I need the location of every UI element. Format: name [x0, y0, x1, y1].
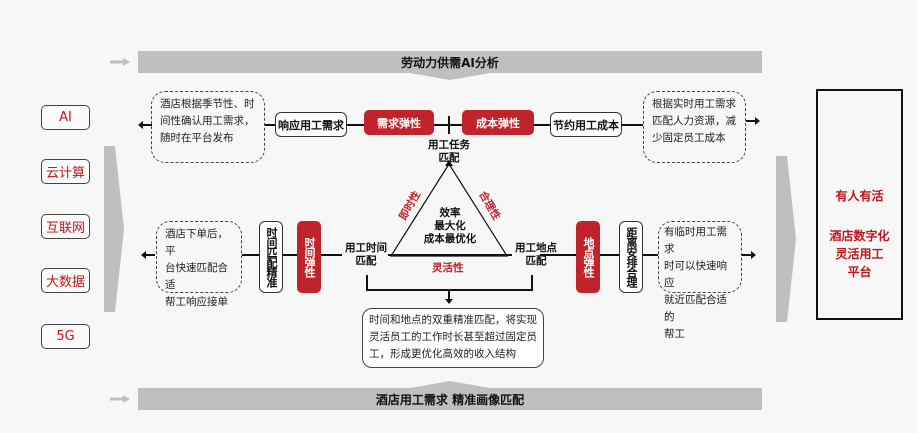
middle-left-connector	[242, 254, 342, 256]
top-right-note: 根据实时用工需求 匹配人力资源，减 少固定员工成本	[643, 91, 746, 163]
arrow-right-icon	[110, 395, 130, 403]
tech-cloud: 云计算	[41, 159, 90, 184]
note-line: 就近匹配合适的	[664, 294, 727, 323]
bottom-banner: 酒店用工需求 精准画像匹配	[138, 388, 762, 410]
note-line: 少固定员工成本	[652, 132, 726, 144]
box-label: 需求弹性	[377, 116, 421, 130]
arrow-right-icon	[742, 251, 756, 259]
bracket-left	[366, 275, 368, 291]
tech-ai: AI	[41, 105, 90, 130]
location-elasticity-box: 地点弹性	[576, 221, 600, 293]
box-label: 距离安排合理	[625, 227, 638, 287]
note-line: 随时在平台发布	[160, 132, 234, 144]
tech-5g: 5G	[41, 324, 90, 349]
note-line: 帮工响应接单	[165, 296, 228, 308]
box-label: 节约用工成本	[553, 118, 619, 132]
top-connector-line	[265, 124, 643, 126]
box-label: 时间弹性	[303, 237, 316, 277]
middle-left-note: 酒店下单后，平 台快速匹配合适 帮工响应接单	[156, 221, 242, 308]
chevron-right-icon	[776, 156, 796, 322]
platform-title: 酒店数字化 灵活用工 平台	[818, 227, 901, 281]
side-label: 灵活性	[432, 262, 464, 274]
distance-arrangement-box: 距离安排合理	[619, 221, 643, 293]
note-line: 有临时用工需求	[664, 226, 727, 255]
flexibility-label: 灵活性	[432, 260, 464, 275]
goal-line: 效率	[439, 207, 461, 219]
node-label-line: 匹配	[438, 152, 460, 164]
summary-line: 时间和地点的双重精准匹配，将实现	[369, 314, 537, 326]
note-line: 根据实时用工需求	[652, 98, 736, 110]
banner-pointer-up	[410, 381, 490, 388]
arrow-left-icon	[141, 251, 155, 259]
platform-box: 有人有活 酒店数字化 灵活用工 平台	[816, 89, 903, 320]
respond-demand-box: 响应用工需求	[275, 112, 347, 137]
box-label: 时间匹配精准	[265, 227, 278, 287]
tech-label: 互联网	[45, 221, 85, 236]
note-line: 匹配人力资源，减	[652, 115, 736, 127]
top-left-note: 酒店根据季节性、时 间性确认用工需求， 随时在平台发布	[151, 91, 265, 163]
node-label-line: 用工时间	[345, 242, 387, 254]
arrow-right-icon	[746, 117, 760, 125]
goal-line: 成本最优化	[423, 233, 477, 245]
note-line: 台快速匹配合适	[165, 262, 228, 291]
summary-line: 灵活员工的工作时长甚至超过固定员	[369, 331, 537, 343]
bracket-right	[531, 275, 533, 291]
time-match-node: 用工时间 匹配	[338, 242, 394, 268]
platform-title-line: 灵活用工	[835, 247, 884, 261]
node-label-line: 用工地点	[515, 242, 557, 254]
node-label-line: 用工任务	[428, 139, 470, 151]
summary-line: 工，形成更优化高效的收入结构	[369, 348, 516, 360]
note-line: 间性确认用工需求，	[160, 115, 255, 127]
tech-internet: 互联网	[41, 214, 90, 239]
note-line: 酒店下单后，平	[165, 228, 228, 257]
triangle-base-line	[388, 254, 512, 256]
arrow-left-icon	[138, 121, 152, 129]
time-match-precise-box: 时间匹配精准	[259, 221, 283, 293]
bottom-banner-label: 酒店用工需求 精准画像匹配	[375, 392, 525, 407]
node-label-line: 匹配	[355, 255, 377, 267]
top-banner-label: 劳动力供需AI分析	[401, 55, 499, 70]
triangle-center-goal: 效率 最大化 成本最优化	[414, 207, 486, 246]
location-match-node: 用工地点 匹配	[508, 242, 564, 268]
tech-label: 大数据	[45, 275, 85, 290]
note-line: 酒店根据季节性、时	[160, 98, 255, 110]
banner-pointer-down	[410, 73, 490, 80]
demand-elasticity-box: 需求弹性	[364, 110, 434, 135]
cost-elasticity-box: 成本弹性	[462, 110, 534, 135]
node-label-line: 匹配	[525, 255, 547, 267]
arrow-down-icon	[445, 290, 453, 304]
tech-label: 5G	[56, 329, 75, 344]
platform-title-line: 平台	[847, 265, 872, 279]
top-banner: 劳动力供需AI分析	[138, 51, 762, 73]
tech-label: AI	[59, 110, 72, 125]
task-node-tick	[448, 116, 450, 134]
summary-box: 时间和地点的双重精准匹配，将实现 灵活员工的工作时长甚至超过固定员 工，形成更优…	[362, 308, 544, 368]
note-line: 帮工	[664, 328, 685, 340]
middle-right-note: 有临时用工需求 时可以快速响应 就近匹配合适的 帮工	[658, 221, 742, 340]
note-line: 时可以快速响应	[664, 260, 727, 289]
efficiency-triangle	[389, 160, 509, 257]
platform-tagline: 有人有活	[835, 189, 884, 203]
platform-title-line: 酒店数字化	[829, 229, 890, 243]
save-cost-box: 节约用工成本	[550, 112, 622, 137]
task-match-node: 用工任务 匹配	[419, 139, 479, 165]
box-label: 响应用工需求	[278, 118, 344, 132]
arrow-right-icon	[110, 58, 130, 66]
chevron-right-icon	[104, 146, 124, 312]
box-label: 地点弹性	[582, 237, 595, 277]
box-label: 成本弹性	[476, 116, 520, 130]
time-elasticity-box: 时间弹性	[297, 221, 321, 293]
goal-line: 最大化	[434, 220, 466, 232]
tech-label: 云计算	[45, 166, 85, 181]
tech-bigdata: 大数据	[41, 268, 90, 293]
